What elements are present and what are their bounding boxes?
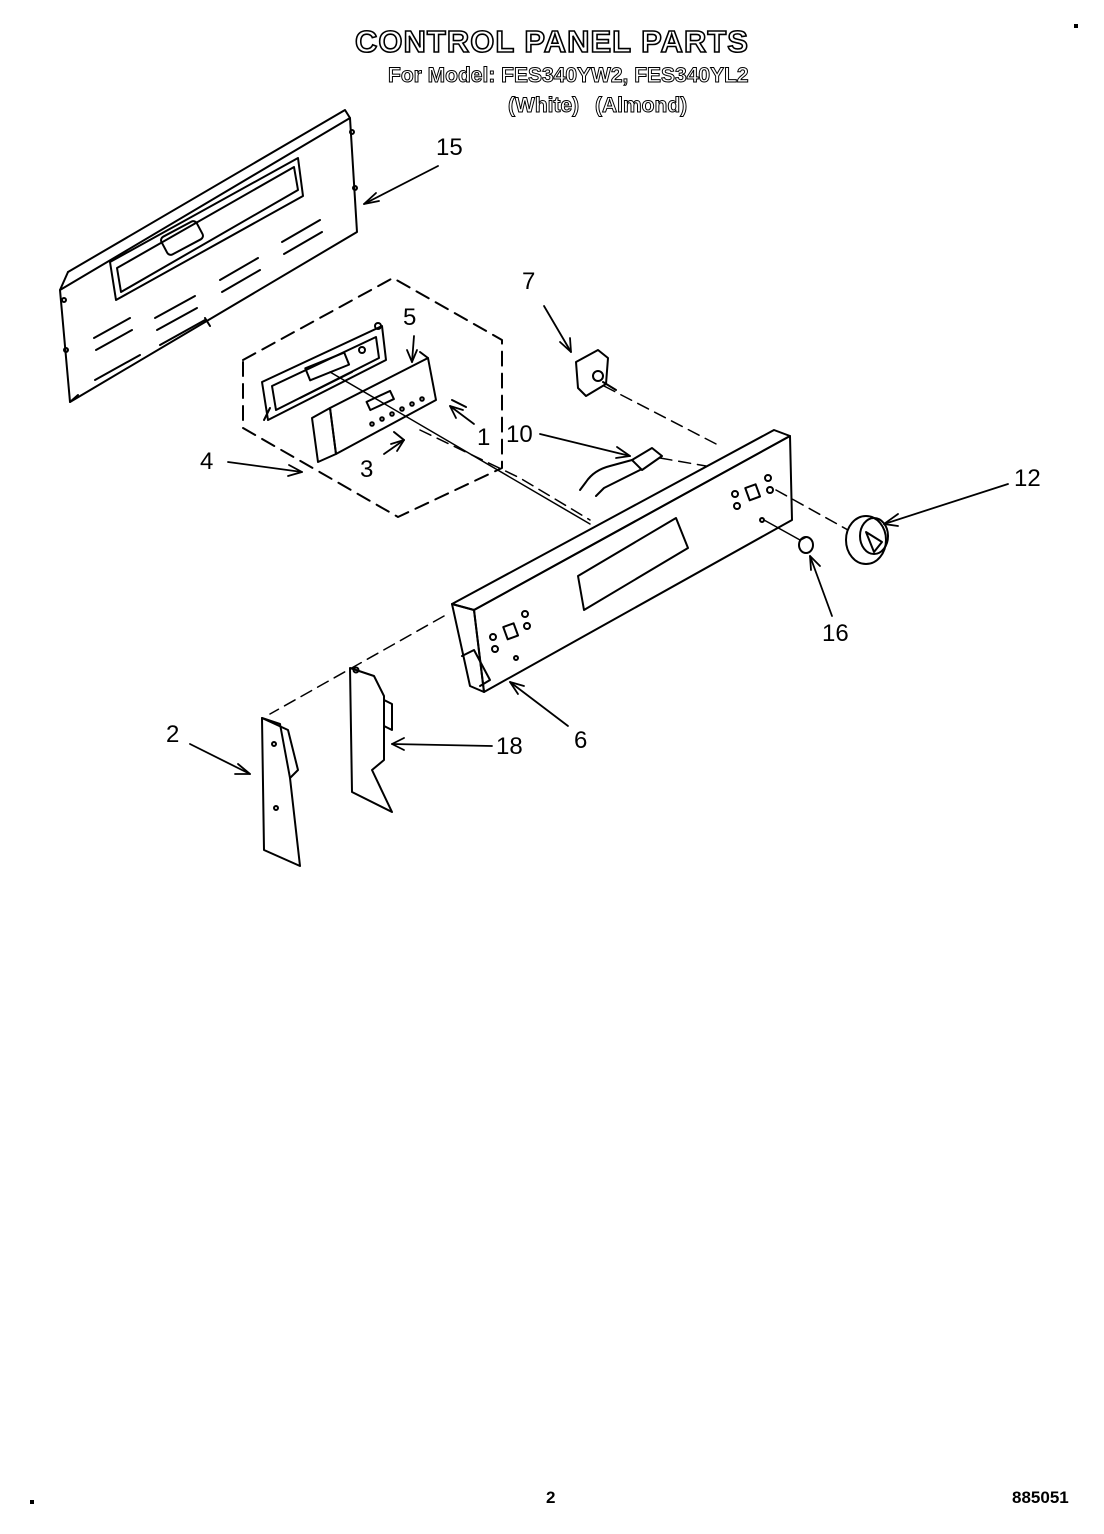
callout-10: 10	[506, 421, 533, 448]
part-back-guard	[59, 109, 358, 403]
callout-6: 6	[574, 727, 588, 754]
scan-mark	[30, 1500, 34, 1504]
part-clock-overlay	[311, 351, 467, 463]
page-title: CONTROL PANEL PARTS	[354, 23, 749, 60]
clock-assembly-outline	[242, 277, 503, 518]
color-variants: (White) (Almond)	[507, 94, 697, 118]
part-clock-board	[261, 322, 387, 421]
color-white: (White)	[507, 94, 580, 118]
part-control-panel	[451, 429, 793, 693]
page-number: 2	[546, 1488, 556, 1507]
document-number: 885051	[1012, 1488, 1069, 1507]
reference-lines	[329, 371, 801, 541]
callout-16: 16	[822, 620, 849, 647]
part-button	[798, 536, 814, 554]
callout-12: 12	[1014, 465, 1041, 492]
callout-5: 5	[403, 304, 417, 331]
scan-mark	[1074, 24, 1078, 28]
callout-3: 3	[360, 456, 374, 483]
callout-15: 15	[436, 134, 463, 161]
callout-arrows	[189, 165, 1009, 775]
callout-7: 7	[522, 268, 536, 295]
callout-18: 18	[496, 733, 523, 760]
callout-4: 4	[200, 448, 214, 475]
alignment-lines	[269, 385, 849, 715]
part-knob	[845, 515, 889, 565]
model-line: For Model: FES340YW2, FES340YL2	[388, 64, 750, 88]
part-wire-harness	[579, 447, 663, 497]
part-bracket	[349, 666, 393, 813]
callout-2: 2	[166, 721, 180, 748]
callout-1: 1	[477, 424, 491, 451]
part-switch	[575, 349, 617, 397]
part-end-cap	[261, 717, 301, 867]
color-almond: (Almond)	[594, 94, 688, 118]
